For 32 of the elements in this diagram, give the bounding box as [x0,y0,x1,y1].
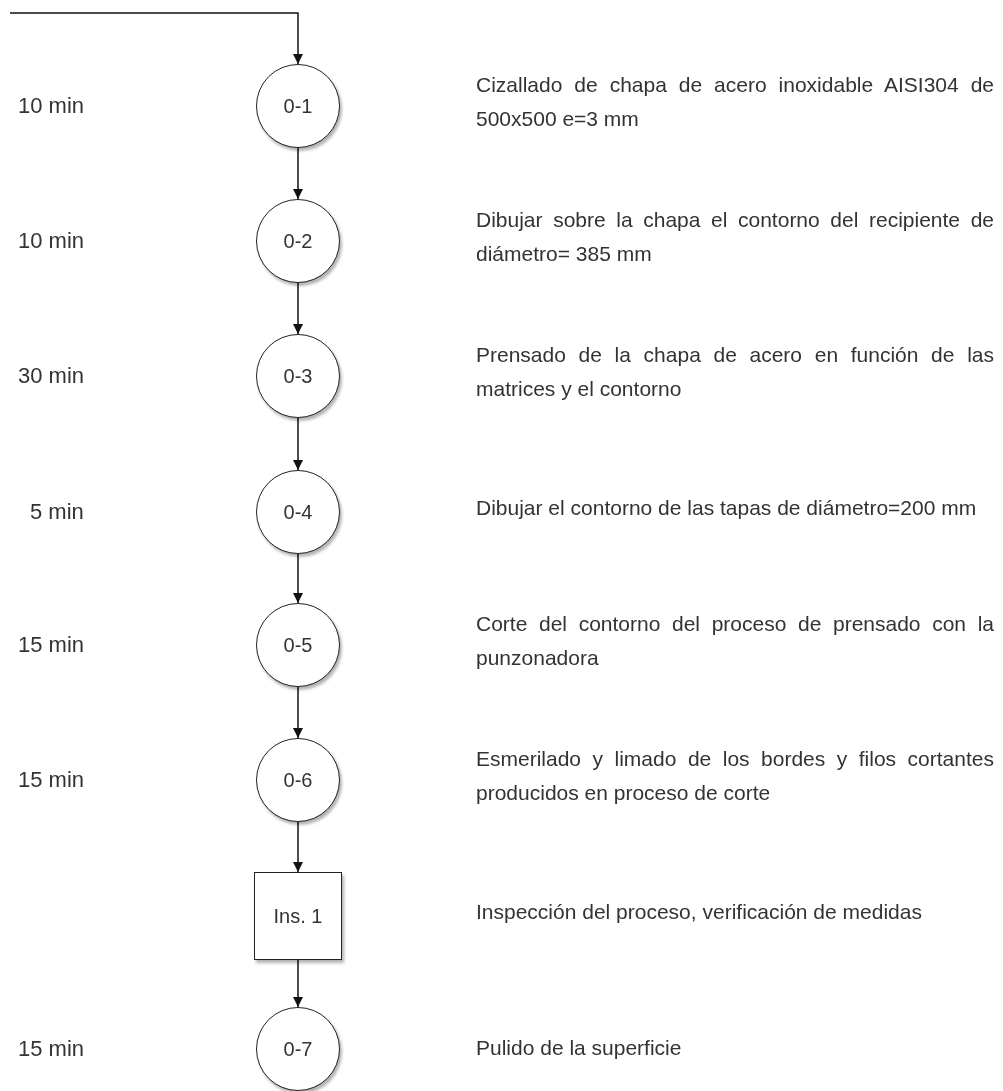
arrow [293,417,303,471]
arrow [293,686,303,739]
step-description: Cizallado de chapa de acero inoxidable AISI304 de 500x500 e=3 mm [476,72,994,132]
node-label: Ins. 1 [273,904,323,929]
duration-label: 5 min [30,499,84,525]
step-description: Corte del contorno del proceso de prensado con la punzonadora [476,611,994,671]
node-label: 0-5 [283,633,313,658]
arrow [293,282,303,335]
duration-label: 30 min [18,363,85,389]
node-label: 0-3 [283,364,313,389]
node-label: 0-1 [283,94,313,119]
arrow [293,821,303,873]
node-label: 0-2 [283,229,313,254]
duration-label: 10 min [18,228,85,254]
arrow [293,147,303,200]
duration-label: 15 min [18,1036,85,1062]
arrow [293,959,303,1008]
duration-label: 15 min [18,767,85,793]
step-description: Prensado de la chapa de acero en función de las matrices y el contorno [476,342,994,402]
step-description: Dibujar sobre la chapa el contorno del recipiente de diámetro= 385 mm [476,207,994,267]
node-label: 0-7 [283,1037,313,1062]
step-description: Dibujar el contorno de las tapas de diámetro=200 mm [476,495,978,522]
step-description: Esmerilado y limado de los bordes y filos cortantes producidos en proceso de corte [476,746,994,806]
arrow [293,553,303,604]
inspection-box [254,872,342,960]
step-description: Pulido de la superficie [476,1035,683,1062]
duration-label: 15 min [18,632,85,658]
node-label: 0-6 [283,768,313,793]
arrow [9,12,303,65]
step-description: Inspección del proceso, verificación de medidas [476,899,923,926]
node-label: 0-4 [283,500,313,525]
duration-label: 10 min [18,93,85,119]
